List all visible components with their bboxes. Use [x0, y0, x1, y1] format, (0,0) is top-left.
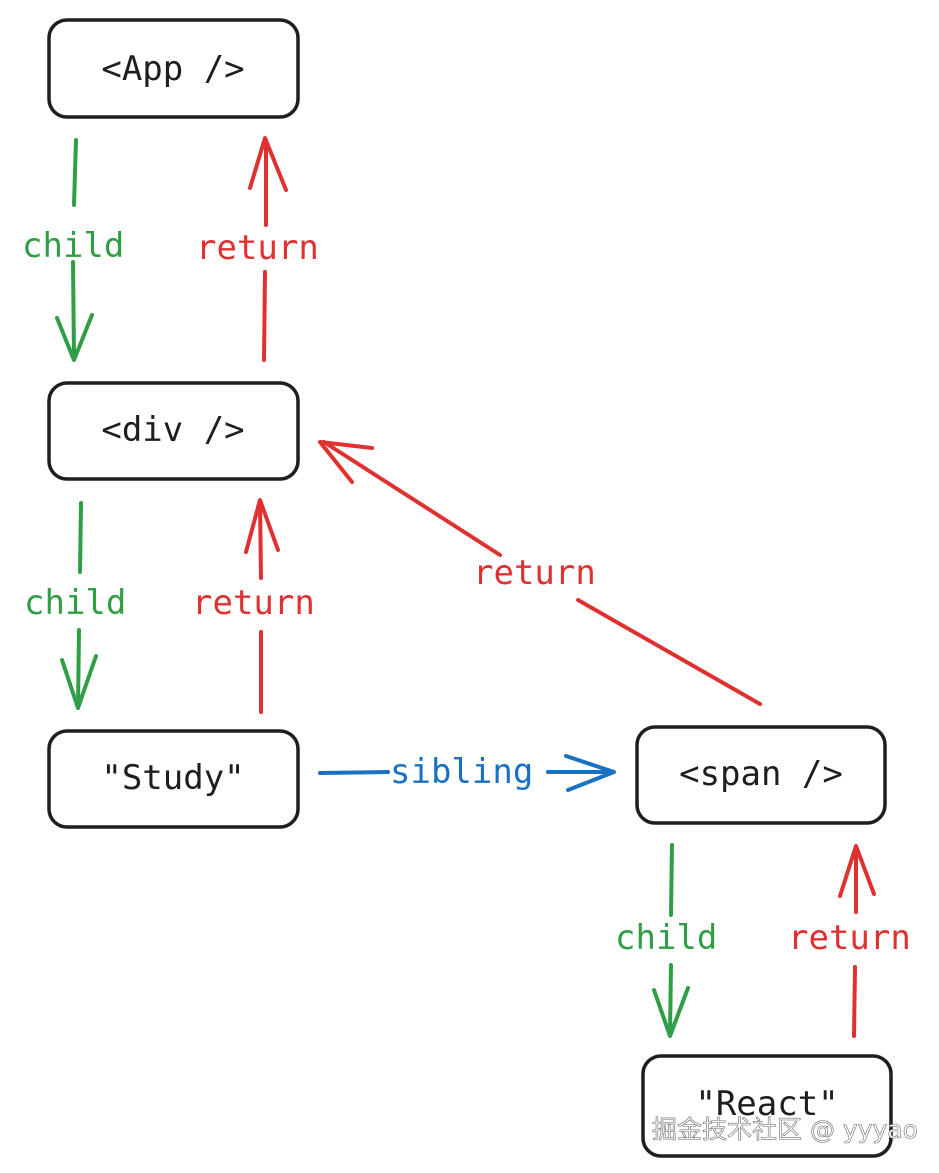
label-react-span-return: return: [788, 918, 911, 958]
node-app-label: <App />: [101, 49, 244, 89]
label-study-span-sibling: sibling: [390, 752, 533, 792]
node-react-label: "React": [695, 1084, 838, 1124]
node-study-label: "Study": [101, 758, 244, 798]
watermark-text: 掘金技术社区 @ yyyao: [652, 1115, 918, 1144]
node-div-label: <div />: [101, 410, 244, 450]
label-div-study-child: child: [24, 583, 126, 623]
node-span: <span />: [635, 725, 887, 825]
label-span-div-return: return: [473, 553, 596, 593]
edge-div-study-child: [60, 501, 98, 710]
edge-span-react-child: [652, 843, 690, 1038]
edge-div-app-return: [248, 136, 288, 362]
label-study-div-return: return: [192, 583, 315, 623]
edge-study-span-sibling: [318, 754, 616, 792]
node-app: <App />: [47, 18, 300, 119]
edge-span-div-return: [318, 440, 762, 706]
node-study: "Study": [47, 729, 300, 829]
node-react: "React": [641, 1054, 893, 1158]
label-app-div-child: child: [22, 226, 124, 266]
edge-app-div-child: [55, 138, 94, 362]
node-div: <div />: [47, 381, 300, 481]
edge-study-div-return: [244, 498, 280, 714]
label-div-app-return: return: [196, 228, 319, 268]
label-span-react-child: child: [615, 918, 717, 958]
edge-react-span-return: [838, 844, 876, 1038]
node-span-label: <span />: [679, 754, 843, 794]
